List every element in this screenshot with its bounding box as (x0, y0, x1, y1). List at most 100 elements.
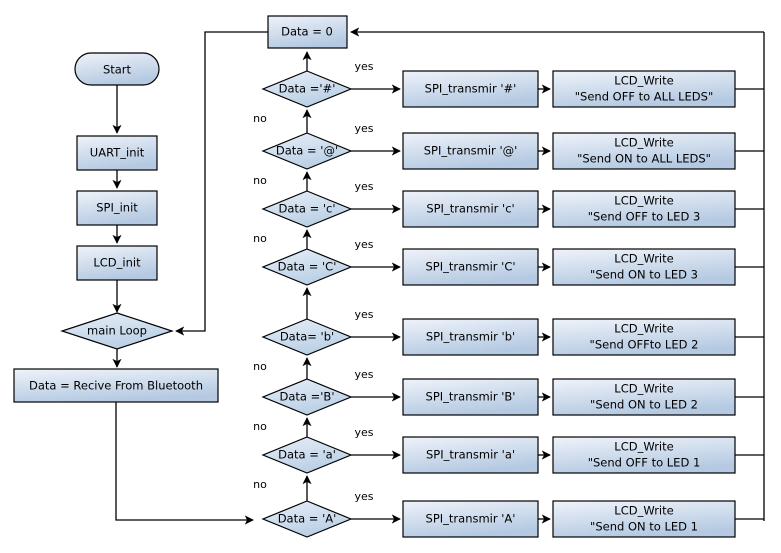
lcd-write-3[interactable]: LCD_Write "Send ON to LED 3 (552, 248, 736, 286)
decision-label: Data= 'b' (280, 330, 334, 344)
branch-rows: Data ='#'SPI_transmir '#'LCD_Write"Send … (253, 51, 764, 538)
edge-reset-to-mainloop (175, 31, 268, 336)
edge-label-yes: yes (354, 238, 373, 251)
node-spi-init[interactable]: SPI_init (76, 190, 158, 226)
decision-7[interactable]: Data = 'A' (261, 500, 353, 538)
decision-label: Data ='B' (280, 390, 335, 404)
branch-row: Data ='#' SPI_transmir '#' LCD_Write"Send … (253, 51, 764, 133)
spi-transmit-4[interactable]: SPI_transmir 'b' (402, 318, 539, 356)
decision-label: Data = '@' (276, 144, 338, 158)
spi-shape (402, 70, 539, 108)
spi-transmit-6[interactable]: SPI_transmir 'a' (402, 436, 539, 474)
decision-shape (261, 70, 353, 108)
edge-label-yes: yes (354, 490, 373, 503)
lcd-label-line2: "Send OFF to LED 1 (588, 456, 701, 470)
decision-1[interactable]: Data = '@' (261, 132, 353, 170)
node-main-loop[interactable]: main Loop (60, 312, 174, 350)
branch-row: Data = 'a' SPI_transmir 'a' LCD_Write"Send… (253, 426, 764, 501)
edge-label-no: no (253, 232, 267, 245)
node-lcd-init[interactable]: LCD_init (76, 245, 158, 281)
lcd-shape (552, 190, 736, 228)
lcd-shape (552, 132, 736, 170)
decision-0[interactable]: Data ='#' (261, 70, 353, 108)
edge-label-yes: yes (354, 60, 373, 73)
spi-shape (402, 132, 539, 170)
lcd-shape (552, 248, 736, 286)
lcd-write-4[interactable]: LCD_Write"Send OFFto LED 2 (552, 318, 736, 356)
spi-transmit-5[interactable]: SPI_transmir 'B' (402, 378, 539, 416)
lcd-shape (552, 436, 736, 474)
decision-label: Data = 'C' (278, 260, 337, 274)
lcd-label-line2: "Send OFF to ALL LEDS" (575, 90, 714, 104)
decision-4[interactable]: Data= 'b' (261, 318, 353, 356)
decision-2[interactable]: Data = 'c' (261, 190, 353, 228)
spi-label: SPI_transmir 'B' (426, 390, 516, 404)
uart-init-label: UART_init (90, 146, 145, 160)
spi-transmit-2[interactable]: SPI_transmir 'c' (402, 190, 539, 228)
edge-label-no: no (253, 420, 267, 433)
spi-transmit-7[interactable]: SPI_transmir 'A' (402, 500, 539, 538)
lcd-write-2[interactable]: LCD_Write "Send OFF to LED 3 (552, 190, 736, 228)
lcd-write-7[interactable]: LCD_Write "Send ON to LED 1 (552, 500, 736, 538)
branch-row: Data = 'A' SPI_transmir 'A' LCD_Write "Send… (261, 490, 764, 538)
lcd-label-line2: "Send ON to LED 1 (590, 520, 698, 534)
spi-init-label: SPI_init (96, 201, 138, 215)
node-start[interactable]: Start (74, 52, 160, 86)
spi-transmit-1[interactable]: SPI_transmir '@' (402, 132, 539, 170)
lcd-write-1[interactable]: LCD_Write "Send ON to ALL LEDS" (552, 132, 736, 170)
decision-shape (261, 500, 353, 538)
edge-receive-to-check-a-upper (115, 402, 254, 525)
decision-6[interactable]: Data = 'a' (261, 436, 353, 474)
decision-shape (261, 378, 353, 416)
decision-3[interactable]: Data = 'C' (261, 248, 353, 286)
decision-label: Data = 'A' (278, 512, 337, 526)
lcd-label-line1: LCD_Write (614, 136, 673, 150)
edge-label-no: no (253, 478, 267, 491)
data-reset-label: Data = 0 (281, 25, 333, 39)
lcd-shape (552, 500, 736, 538)
spi-label: SPI_transmir 'a' (426, 448, 515, 462)
node-data-reset[interactable]: Data = 0 (267, 15, 348, 49)
decision-5[interactable]: Data ='B' (261, 378, 353, 416)
spi-shape (402, 248, 539, 286)
node-receive-bluetooth[interactable]: Data = Recive From Bluetooth (13, 368, 219, 403)
lcd-label-line1: LCD_Write (614, 504, 673, 518)
spi-label: SPI_transmir 'C' (425, 260, 515, 274)
decision-shape (261, 190, 353, 228)
receive-label: Data = Recive From Bluetooth (29, 379, 203, 393)
lcd-shape (552, 318, 736, 356)
decision-label: Data = 'c' (278, 202, 335, 216)
lcd-write-0[interactable]: LCD_Write"Send OFF to ALL LEDS" (552, 70, 736, 108)
spi-shape (402, 190, 539, 228)
branch-row: Data = 'c' SPI_transmir 'c' LCD_Write "Send… (253, 180, 764, 249)
lcd-label-line2: "Send ON to LED 3 (590, 268, 698, 282)
decision-shape (261, 318, 353, 356)
lcd-label-line1: LCD_Write (614, 194, 673, 208)
receive-shape (13, 368, 219, 403)
lcd-label-line1: LCD_Write (614, 322, 673, 336)
lcd-label-line2: "Send ON to LED 2 (590, 398, 698, 412)
spi-transmit-3[interactable]: SPI_transmir 'C' (402, 248, 539, 286)
lcd-write-5[interactable]: LCD_Write "Send ON to LED 2 (552, 378, 736, 416)
edge-label-yes: yes (354, 180, 373, 193)
edge-label-no: no (253, 112, 267, 125)
lcd-label-line1: LCD_Write (614, 252, 673, 266)
spi-transmit-0[interactable]: SPI_transmir '#' (402, 70, 539, 108)
branch-row: Data = '@' SPI_transmir '@' LCD_Write "Send… (253, 122, 764, 191)
spi-label: SPI_transmir 'A' (426, 512, 516, 526)
lcd-write-6[interactable]: LCD_Write"Send OFF to LED 1 (552, 436, 736, 474)
decision-shape (261, 132, 353, 170)
spi-label: SPI_transmir 'b' (426, 330, 515, 344)
branch-row: Data = 'C' SPI_transmir 'C' LCD_Write "Send… (261, 238, 764, 319)
start-label: Start (103, 63, 132, 77)
decision-label: Data ='#' (279, 82, 336, 96)
main-loop-label: main Loop (87, 324, 147, 338)
spi-label: SPI_transmir 'c' (426, 202, 514, 216)
lcd-label-line2: "Send OFF to LED 3 (588, 210, 701, 224)
node-uart-init[interactable]: UART_init (76, 135, 158, 171)
lcd-label-line2: "Send ON to ALL LEDS" (577, 152, 711, 166)
lcd-label-line1: LCD_Write (614, 382, 673, 396)
branch-row: Data= 'b' SPI_transmir 'b' LCD_Write"Send … (253, 308, 764, 379)
spi-shape (402, 318, 539, 356)
